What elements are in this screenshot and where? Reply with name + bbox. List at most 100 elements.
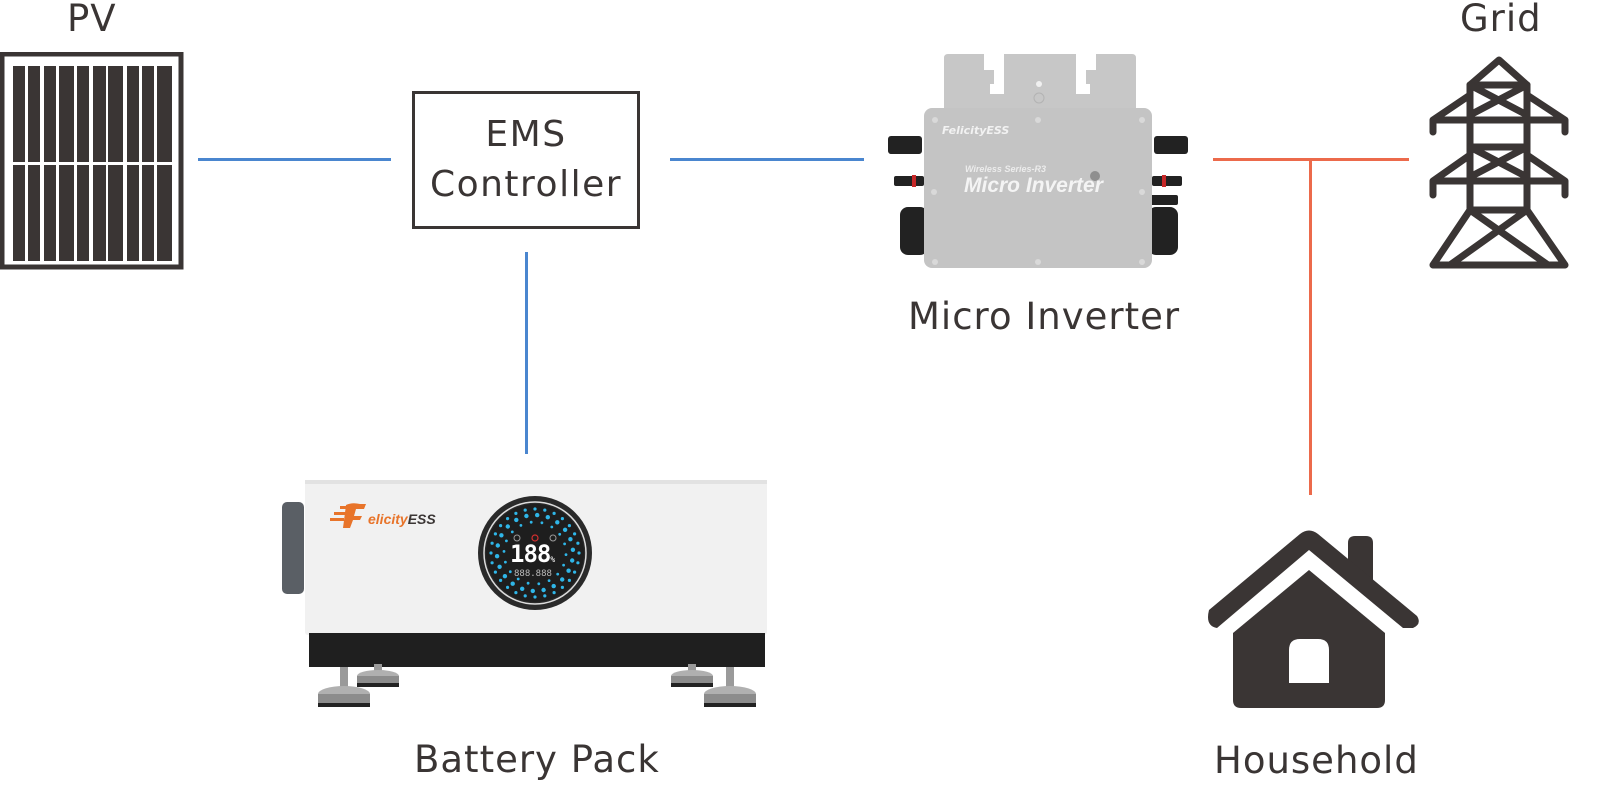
display-dot: [523, 594, 527, 598]
display-dot: [493, 570, 497, 574]
ems-controller-node: EMS Controller: [412, 91, 640, 229]
display-dot: [516, 577, 520, 581]
micro-inverter-image: FelicityESS Wireless Series-R3 Micro Inv…: [886, 52, 1191, 272]
power-tower-icon: [1429, 56, 1569, 269]
display-dot: [547, 579, 551, 582]
ems-controller-title: EMS: [485, 114, 567, 155]
felicity-logo-mark: [330, 503, 366, 528]
display-dot: [570, 558, 575, 563]
display-dot: [514, 517, 519, 523]
display-dot: [529, 520, 533, 524]
dc-connectors-right: [1148, 136, 1188, 255]
display-dot: [558, 532, 562, 536]
display-dot: [570, 547, 576, 552]
display-dot: [573, 532, 577, 536]
display-dot: [519, 524, 523, 527]
display-dot: [499, 533, 504, 538]
battery-brand-suffix: ESS: [407, 511, 436, 527]
battery-sub-readout: 888.888: [514, 569, 552, 579]
display-dot: [573, 570, 577, 574]
display-dot: [566, 568, 571, 573]
display-dot: [540, 521, 544, 525]
display-dot: [533, 507, 537, 511]
display-dot: [551, 583, 556, 589]
display-dot: [514, 511, 518, 515]
micro-inverter-body: [888, 54, 1188, 268]
micro-inverter-label: Micro Inverter: [908, 295, 1181, 338]
pv-label: PV: [67, 0, 117, 40]
display-dot: [493, 532, 497, 536]
display-dot: [563, 542, 566, 546]
display-dot: [490, 561, 494, 565]
battery-pack-label: Battery Pack: [414, 738, 660, 781]
line-ems-to-inverter: [670, 158, 864, 161]
line-ems-to-battery: [525, 252, 528, 454]
display-dot: [514, 591, 518, 595]
display-dot: [508, 570, 512, 574]
display-dot: [576, 561, 580, 565]
battery-soc-readout: 188%: [510, 540, 555, 568]
solar-panel-icon: [0, 52, 184, 270]
line-pv-to-ems: [198, 158, 391, 161]
display-dot: [499, 578, 503, 582]
inverter-series-text: Wireless Series-R3: [965, 164, 1046, 174]
display-dot: [505, 539, 508, 543]
display-dot: [505, 524, 510, 529]
inverter-brand-logo: FelicityESS: [942, 124, 1010, 137]
household-label: Household: [1214, 739, 1419, 782]
battery-brand-prefix: elicity: [368, 511, 408, 527]
display-dot: [567, 524, 571, 528]
display-dot: [560, 517, 564, 521]
battery-pack-body: [282, 480, 767, 707]
display-dot: [555, 520, 560, 525]
display-dot: [524, 513, 529, 519]
display-dot: [526, 581, 530, 585]
display-dot: [502, 550, 506, 553]
display-dot: [576, 541, 580, 545]
display-dot: [499, 524, 503, 528]
display-dot: [552, 591, 556, 595]
display-ring-dots: [489, 507, 581, 599]
display-dot: [506, 585, 510, 589]
solar-cells: [13, 66, 172, 261]
display-dot: [537, 582, 541, 586]
display-dot: [520, 586, 525, 591]
display-dot: [556, 572, 560, 576]
display-dot: [541, 587, 546, 593]
display-dot: [562, 563, 565, 567]
display-dot: [494, 554, 500, 559]
display-dot: [489, 551, 493, 555]
display-dot: [506, 517, 510, 521]
display-dot: [504, 560, 507, 564]
display-dot: [562, 527, 568, 532]
inverter-product-text: Micro Inverter: [964, 174, 1103, 197]
dc-connectors-left: [888, 136, 928, 255]
ems-controller-subtitle: Controller: [429, 164, 623, 205]
display-dot: [543, 594, 547, 598]
battery-feet: [318, 664, 756, 707]
display-dot: [552, 511, 556, 515]
display-dot: [564, 553, 568, 556]
display-dot: [535, 512, 540, 518]
display-dot: [510, 581, 515, 586]
display-dot: [543, 508, 547, 512]
house-icon: [1208, 530, 1419, 708]
battery-soc-unit: %: [550, 555, 556, 564]
display-dot: [490, 541, 494, 545]
display-dot: [495, 543, 500, 548]
display-dot: [560, 577, 565, 582]
display-dot: [497, 564, 502, 569]
display-dot: [510, 530, 514, 534]
display-dot: [560, 585, 564, 589]
display-dot: [533, 595, 537, 599]
battery-pack-image: elicityESS 188% 888.888: [278, 478, 778, 718]
display-dot: [550, 525, 554, 529]
battery-brand-name: elicityESS: [368, 511, 436, 527]
battery-soc-value: 188: [510, 540, 551, 568]
display-dot: [523, 508, 527, 512]
display-dot: [568, 537, 573, 542]
grid-label: Grid: [1460, 0, 1542, 40]
display-dot: [567, 578, 571, 582]
display-dot: [577, 551, 581, 555]
display-dot: [530, 588, 535, 594]
